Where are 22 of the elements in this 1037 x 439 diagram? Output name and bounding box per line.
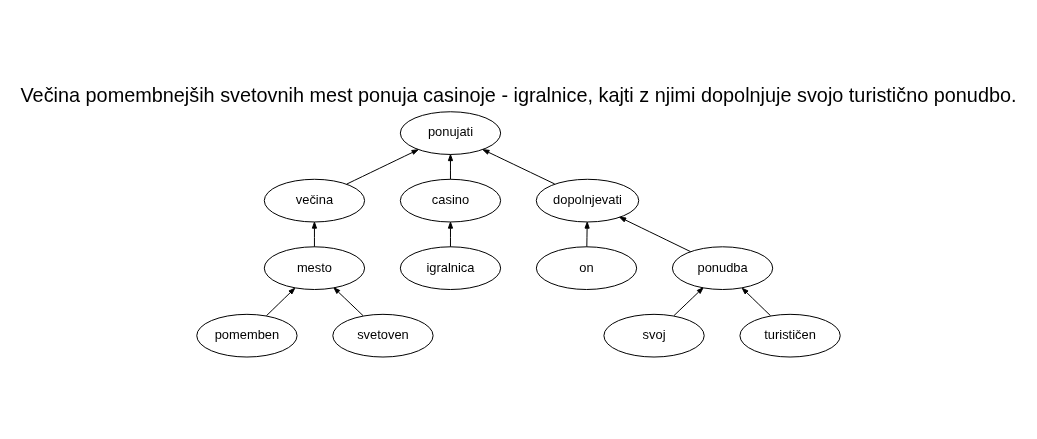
- arrow: [311, 221, 318, 248]
- diagram-title: Večina pomembnejših svetovnih mest ponuja casinoje - igralnice, kajti z njimi dopolnjuje svojo turistično ponudbo.: [20, 83, 1017, 106]
- node-ellipse: svetoven: [332, 313, 434, 358]
- arrow: [447, 221, 454, 248]
- node-ellipse: pomemben: [196, 313, 298, 358]
- node-ellipse: ponudba: [671, 246, 774, 290]
- node-ellipse: casino: [399, 178, 502, 223]
- arrow: [741, 287, 772, 317]
- node-ellipse: svoj: [603, 313, 705, 358]
- node-ellipse: on: [535, 246, 638, 290]
- arrow: [619, 216, 692, 253]
- arrow: [265, 287, 296, 317]
- arrow: [673, 287, 704, 317]
- node-ellipse: mesto: [263, 246, 366, 290]
- arrow: [333, 287, 364, 317]
- arrow: [584, 221, 590, 248]
- node-ellipse: večina: [263, 178, 366, 223]
- node-ellipse: igralnica: [399, 246, 502, 290]
- arrow: [482, 149, 556, 185]
- arrow: [346, 149, 419, 185]
- node-ellipse: turističen: [739, 313, 841, 358]
- arrow: [447, 154, 454, 180]
